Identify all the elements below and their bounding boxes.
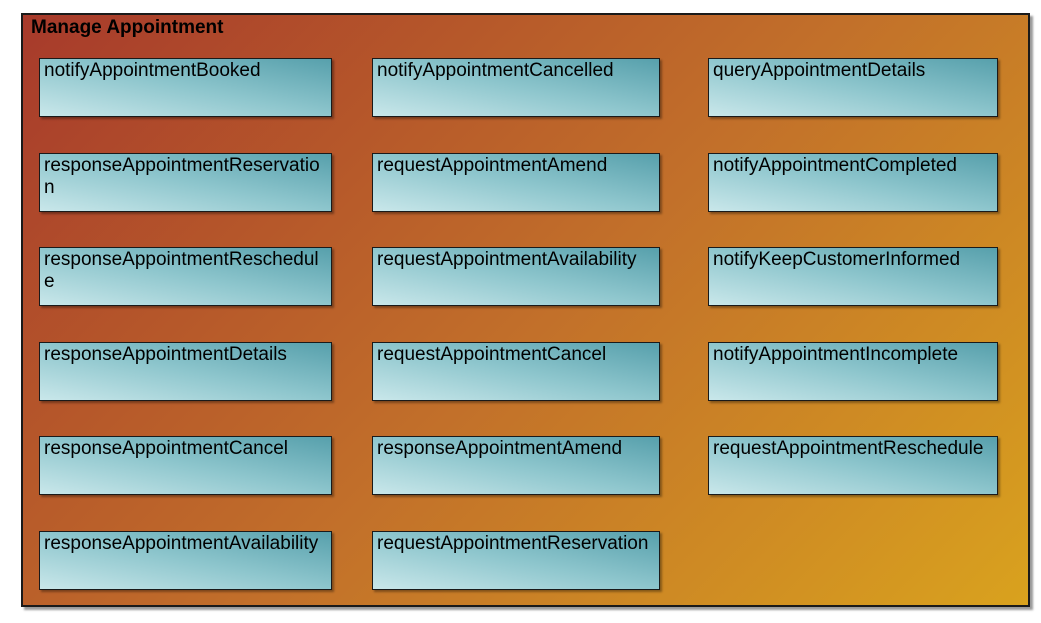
operation-box-responseAppointmentAvailability[interactable]: responseAppointmentAvailability — [39, 531, 332, 590]
operation-label: requestAppointmentReservation — [377, 533, 649, 554]
operation-box-requestAppointmentReservation[interactable]: requestAppointmentReservation — [372, 531, 660, 590]
operation-label: responseAppointmentReservation — [44, 155, 320, 198]
operation-label: requestAppointmentReschedule — [713, 438, 984, 459]
operation-label: notifyAppointmentBooked — [44, 60, 261, 81]
operation-label: notifyAppointmentCancelled — [377, 60, 614, 81]
operation-label: requestAppointmentAvailability — [377, 249, 637, 270]
operation-box-notifyAppointmentCancelled[interactable]: notifyAppointmentCancelled — [372, 58, 660, 117]
operation-box-responseAppointmentDetails[interactable]: responseAppointmentDetails — [39, 342, 332, 401]
operation-label: notifyKeepCustomerInformed — [713, 249, 961, 270]
operation-box-requestAppointmentAvailability[interactable]: requestAppointmentAvailability — [372, 247, 660, 306]
operation-label: requestAppointmentAmend — [377, 155, 608, 176]
operation-label: responseAppointmentDetails — [44, 344, 287, 365]
operation-box-responseAppointmentReschedule[interactable]: responseAppointmentReschedule — [39, 247, 332, 306]
operation-box-responseAppointmentReservation[interactable]: responseAppointmentReservation — [39, 153, 332, 212]
operation-label: queryAppointmentDetails — [713, 60, 926, 81]
operation-box-requestAppointmentAmend[interactable]: requestAppointmentAmend — [372, 153, 660, 212]
operation-label: requestAppointmentCancel — [377, 344, 607, 365]
operation-box-requestAppointmentCancel[interactable]: requestAppointmentCancel — [372, 342, 660, 401]
operation-box-responseAppointmentAmend[interactable]: responseAppointmentAmend — [372, 436, 660, 495]
manage-appointment-container: Manage Appointment notifyAppointmentBook… — [21, 13, 1030, 607]
container-title: Manage Appointment — [31, 17, 224, 38]
operation-box-notifyKeepCustomerInformed[interactable]: notifyKeepCustomerInformed — [708, 247, 998, 306]
operation-label: responseAppointmentAmend — [377, 438, 623, 459]
operation-box-requestAppointmentReschedule[interactable]: requestAppointmentReschedule — [708, 436, 998, 495]
operation-label: notifyAppointmentCompleted — [713, 155, 957, 176]
operation-label: responseAppointmentAvailability — [44, 533, 319, 554]
operation-box-notifyAppointmentBooked[interactable]: notifyAppointmentBooked — [39, 58, 332, 117]
operation-label: responseAppointmentCancel — [44, 438, 288, 459]
operation-box-notifyAppointmentCompleted[interactable]: notifyAppointmentCompleted — [708, 153, 998, 212]
operation-box-queryAppointmentDetails[interactable]: queryAppointmentDetails — [708, 58, 998, 117]
operation-box-responseAppointmentCancel[interactable]: responseAppointmentCancel — [39, 436, 332, 495]
operation-label: responseAppointmentReschedule — [44, 249, 319, 292]
operation-label: notifyAppointmentIncomplete — [713, 344, 959, 365]
operation-box-notifyAppointmentIncomplete[interactable]: notifyAppointmentIncomplete — [708, 342, 998, 401]
